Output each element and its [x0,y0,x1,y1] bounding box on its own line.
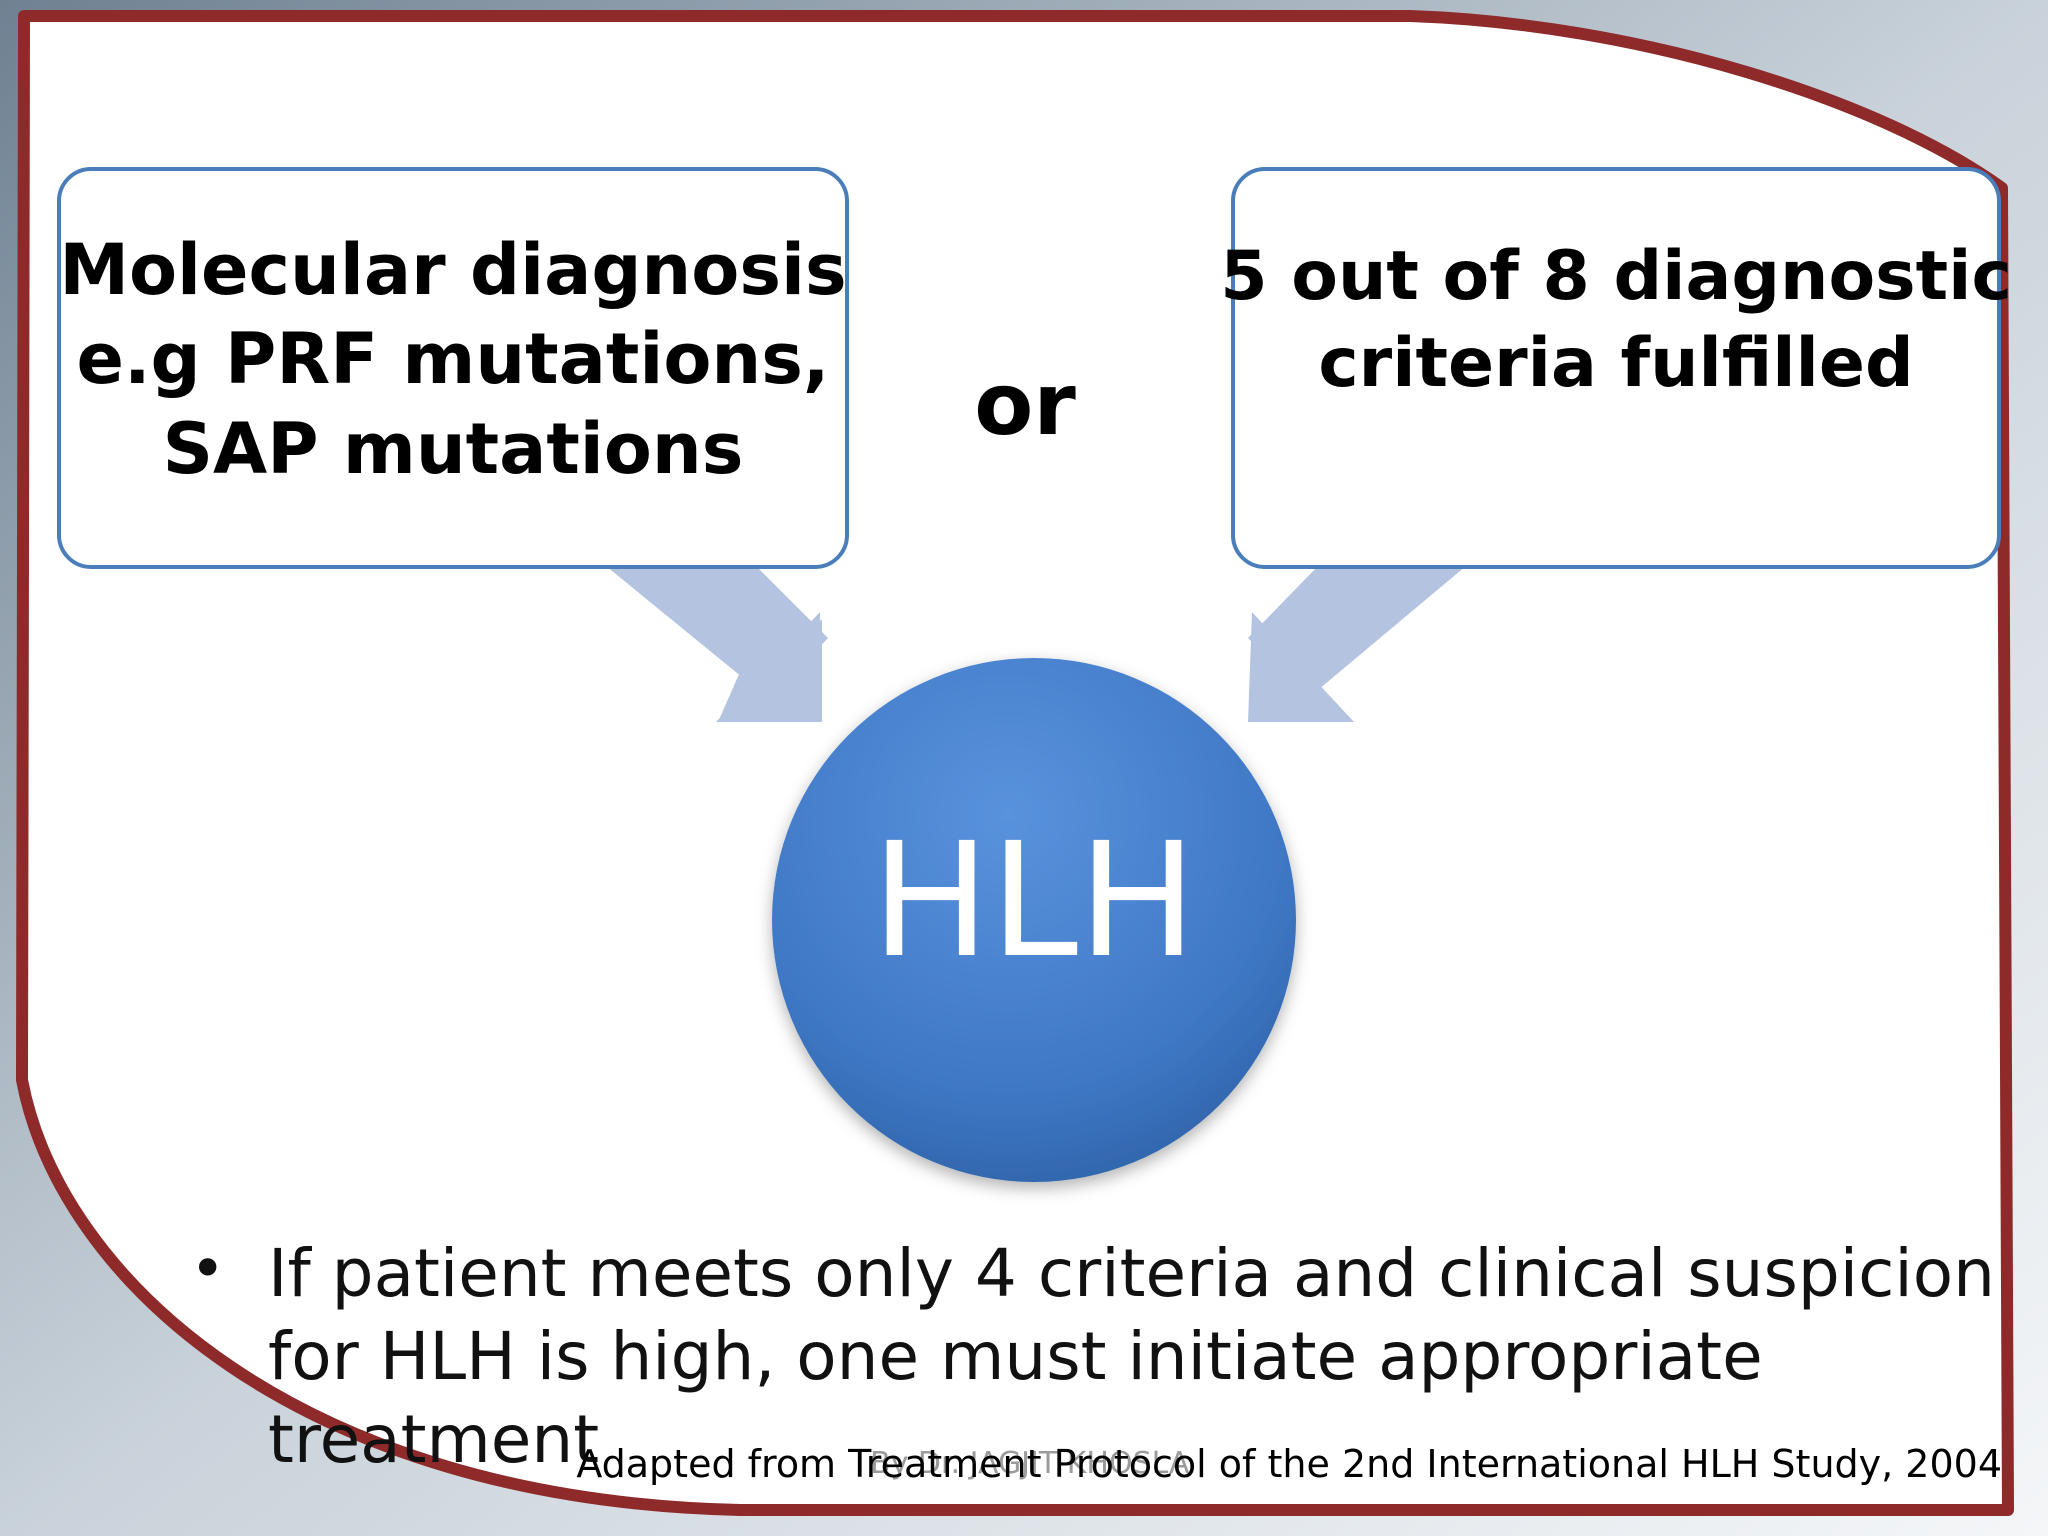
arrow-left-head [716,612,822,722]
source-citation: Adapted from Treatment Protocol of the 2… [576,1442,2002,1486]
bullet-icon: • [190,1234,226,1304]
box-line: Molecular diagnosis [59,228,847,311]
diagnostic-criteria-box: 5 out of 8 diagnostic criteria fulfilled [1220,167,2012,569]
box-line: 5 out of 8 diagnostic [1220,236,2012,316]
bullet-note: • If patient meets only 4 criteria and c… [190,1232,2010,1481]
arrow-right-head [1248,612,1354,722]
author-watermark: By Dr. JAGJIT KHOSLA [870,1446,1190,1481]
or-connector: or [974,355,1076,455]
hlh-hub-label: HLH [871,809,1197,993]
box-line: e.g PRF mutations, [76,318,830,401]
bullet-note-text: If patient meets only 4 criteria and cli… [268,1235,1995,1479]
hlh-hub-circle [772,658,1296,1182]
molecular-diagnosis-box: Molecular diagnosis e.g PRF mutations, S… [57,167,849,569]
box-line: SAP mutations [162,407,744,490]
box-line: criteria fulfilled [1318,324,1914,403]
